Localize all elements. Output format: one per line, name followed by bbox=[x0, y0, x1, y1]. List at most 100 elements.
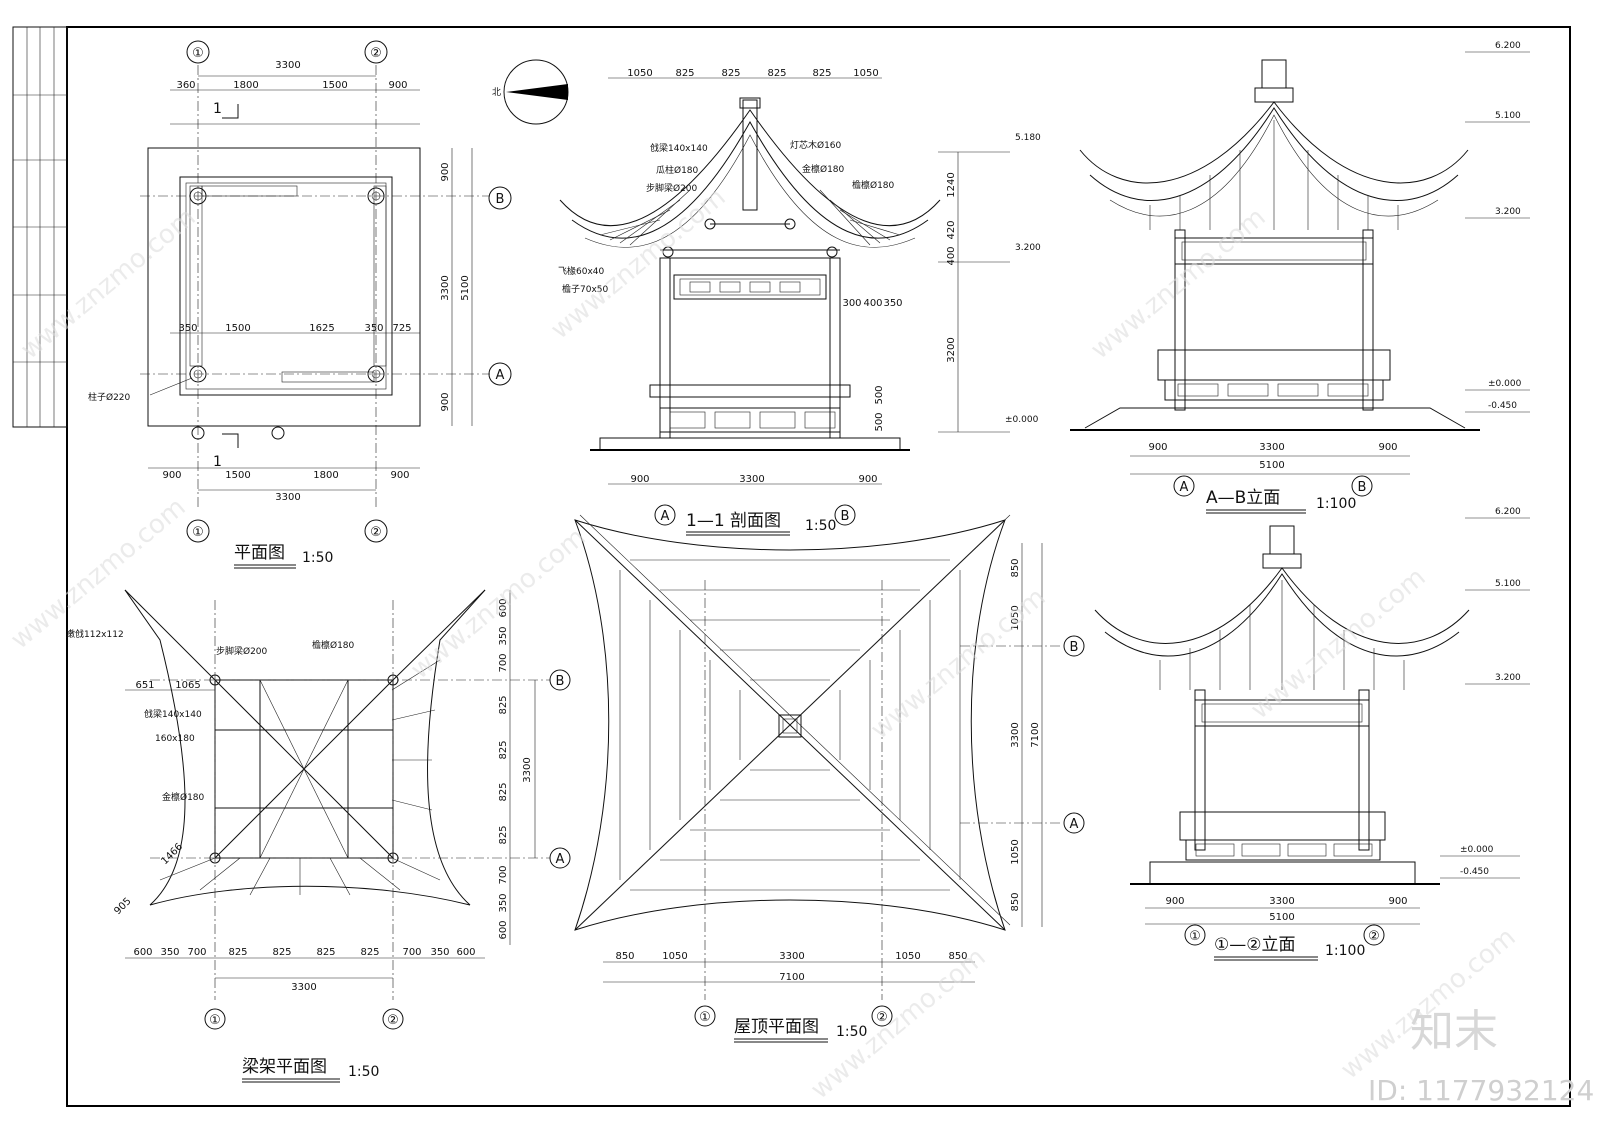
section-label: 戗梁140x140 bbox=[650, 142, 708, 154]
framing-right-dim: 600 bbox=[498, 920, 509, 939]
section-top-dim: 825 bbox=[675, 68, 694, 79]
sheet-border bbox=[66, 26, 1571, 1107]
framing-right-dim: 700 bbox=[498, 865, 509, 884]
plan-mid-dim: 350 bbox=[178, 323, 197, 334]
elev-12-level: 5.100 bbox=[1495, 579, 1521, 589]
section-label: 檐子70x50 bbox=[562, 283, 609, 295]
framing-right-dim: 825 bbox=[498, 782, 509, 801]
elev-ab-title: A—B立面 bbox=[1206, 488, 1280, 508]
roof-plan: 850 1050 3300 1050 850 7100 850 1050 330… bbox=[574, 514, 1085, 1043]
plan-top-dim: 360 bbox=[176, 80, 195, 91]
watermark-site: www.znzmo.com bbox=[1085, 202, 1271, 365]
plan-column-label: 柱子Ø220 bbox=[88, 391, 131, 403]
framing-label: 金檩Ø180 bbox=[162, 791, 205, 803]
framing-right-dim: 825 bbox=[498, 740, 509, 759]
framing-right-dim: 600 bbox=[498, 598, 509, 617]
section-title: 1—1 剖面图 bbox=[686, 511, 781, 531]
framing-bottom-dim: 825 bbox=[360, 947, 379, 958]
framing-label: 戗梁140x140 bbox=[144, 708, 202, 720]
platform-outline bbox=[147, 147, 421, 427]
section-top-dim: 1050 bbox=[627, 68, 652, 79]
plan-right-total: 5100 bbox=[460, 275, 471, 300]
section-level: ±0.000 bbox=[1005, 415, 1039, 425]
framing-label: 160x180 bbox=[155, 734, 195, 744]
plan-top-dim: 900 bbox=[388, 80, 407, 91]
elev-ab-total: 5100 bbox=[1259, 460, 1284, 471]
floor-plan: ① ② ① ② B A 3300 360 1800 1500 900 350 1… bbox=[88, 40, 569, 569]
framing-right-dim: 350 bbox=[498, 626, 509, 645]
elev-ab-levels bbox=[1465, 51, 1530, 413]
framing-scale: 1:50 bbox=[348, 1064, 379, 1080]
plan-axis-a: A bbox=[496, 368, 505, 383]
watermark-brand: 知末 bbox=[1410, 1006, 1498, 1057]
section-beam-dim: 400 bbox=[863, 298, 882, 309]
framing-label: 嫩戗112x112 bbox=[66, 628, 124, 640]
section-top-dim: 825 bbox=[767, 68, 786, 79]
framing-right-dim: 700 bbox=[498, 653, 509, 672]
section-right-dim: 1240 bbox=[946, 172, 957, 197]
framing-bottom-dim: 600 bbox=[133, 947, 152, 958]
framing-right-dim: 825 bbox=[498, 695, 509, 714]
elev-ab-level: 6.200 bbox=[1495, 41, 1521, 51]
plan-axis-b: B bbox=[496, 192, 505, 207]
section-right-dim: 500 bbox=[874, 385, 885, 404]
plan-columns bbox=[189, 187, 385, 440]
elevation-1-2: 6.200 5.100 3.200 ±0.000 -0.450 900 3300… bbox=[1094, 507, 1530, 961]
framing-diag-dim: 905 bbox=[112, 896, 133, 917]
elev-12-levels bbox=[1440, 517, 1530, 879]
section-scale: 1:50 bbox=[805, 518, 836, 534]
plan-right-dim: 3300 bbox=[440, 275, 451, 300]
framing-bottom-dim: 700 bbox=[187, 947, 206, 958]
section-top-dim: 1050 bbox=[853, 68, 878, 79]
elev-12-dim: 900 bbox=[1165, 896, 1184, 907]
plan-axis-1-top: ① bbox=[192, 46, 204, 61]
elev-12-level: -0.450 bbox=[1460, 867, 1489, 877]
framing-top-dim: 651 bbox=[135, 680, 154, 691]
roof-axis: ① bbox=[699, 1010, 711, 1025]
plan-mid-dim: 1500 bbox=[225, 323, 250, 334]
section-bottom-dim: 900 bbox=[630, 474, 649, 485]
roof-axis: ② bbox=[876, 1010, 888, 1025]
elev-ab-scale: 1:100 bbox=[1316, 496, 1356, 512]
elev-12-axis: ② bbox=[1368, 929, 1380, 944]
north-label: 北 bbox=[492, 87, 501, 98]
roof-right-total: 7100 bbox=[1030, 722, 1041, 747]
plan-section-mark-top: 1 bbox=[213, 101, 222, 117]
framing-right-dim: 350 bbox=[498, 893, 509, 912]
section-bottom-dim: 900 bbox=[858, 474, 877, 485]
watermark-site: www.znzmo.com bbox=[545, 182, 731, 345]
framing-plan: 嫩戗112x112 步脚梁Ø200 檐檩Ø180 戗梁140x140 160x1… bbox=[66, 589, 571, 1083]
section-right-dim: 500 bbox=[874, 412, 885, 431]
title-strip bbox=[12, 26, 68, 428]
elev-ab-dim: 900 bbox=[1148, 442, 1167, 453]
framing-axis: A bbox=[556, 852, 565, 867]
elevation-a-b: 6.200 5.100 3.200 ±0.000 -0.450 900 3300… bbox=[1070, 41, 1530, 514]
elev-ab-level: -0.450 bbox=[1488, 401, 1517, 411]
plan-top-total: 3300 bbox=[275, 60, 300, 71]
section-beam-dim: 350 bbox=[883, 298, 902, 309]
roof-axis: A bbox=[1070, 817, 1079, 832]
plan-mid-dim: 1625 bbox=[309, 323, 334, 334]
section-beam-dim: 300 bbox=[842, 298, 861, 309]
section-label: 瓜柱Ø180 bbox=[656, 164, 699, 176]
plan-axis-1-bottom: ① bbox=[192, 525, 204, 540]
framing-top-dim: 1065 bbox=[175, 680, 200, 691]
framing-axis: B bbox=[556, 674, 565, 689]
plan-scale: 1:50 bbox=[302, 550, 333, 566]
plan-right-dim: 900 bbox=[440, 392, 451, 411]
elev-ab-level: 3.200 bbox=[1495, 207, 1521, 217]
roof-scale: 1:50 bbox=[836, 1024, 867, 1040]
framing-bottom-dim: 825 bbox=[228, 947, 247, 958]
roof-bottom-dim: 1050 bbox=[662, 951, 687, 962]
framing-axis: ① bbox=[209, 1013, 221, 1028]
watermarks: www.znzmo.com www.znzmo.com www.znzmo.co… bbox=[5, 182, 1521, 1105]
watermark-id: ID: 1177932124 bbox=[1368, 1074, 1594, 1107]
section-label: 檐檩Ø180 bbox=[852, 179, 895, 191]
plan-balustrade bbox=[189, 185, 387, 383]
elev-ab-dim: 900 bbox=[1378, 442, 1397, 453]
framing-bottom-dim: 350 bbox=[430, 947, 449, 958]
plan-title: 平面图 bbox=[234, 543, 285, 563]
framing-bottom-dim: 825 bbox=[272, 947, 291, 958]
watermark-site: www.znzmo.com bbox=[865, 582, 1051, 745]
